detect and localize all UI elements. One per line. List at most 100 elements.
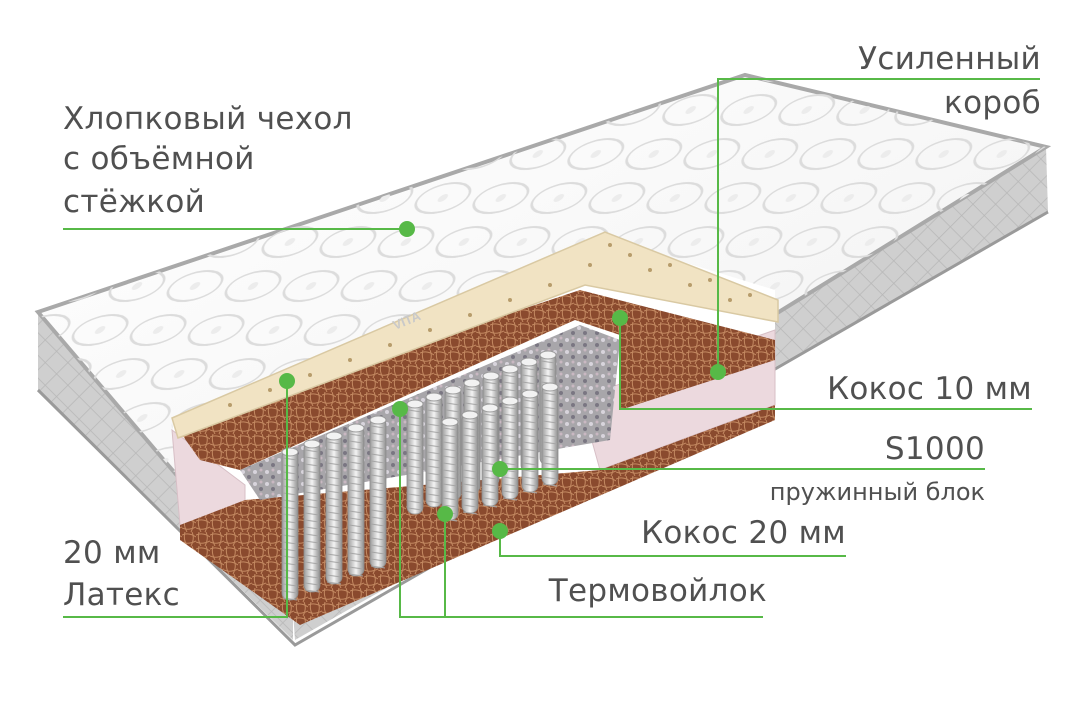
spring-top xyxy=(281,447,299,457)
spring-coil-line xyxy=(462,476,478,480)
spring-coil-line xyxy=(426,451,442,455)
spring-coil-line xyxy=(348,496,364,500)
spring-coil-line xyxy=(482,490,498,494)
spring-coil-line xyxy=(407,416,423,420)
spring-coil-line xyxy=(502,388,518,392)
spring-coil-line xyxy=(370,565,386,569)
spring-coil-line xyxy=(502,490,518,494)
spring-coil-line xyxy=(370,453,386,457)
spring-coil-line xyxy=(464,388,480,392)
spring-coil-line xyxy=(462,462,478,466)
spring-coil-line xyxy=(407,500,423,504)
spring-coil-line xyxy=(462,455,478,459)
spring-coil-line xyxy=(370,516,386,520)
spring-coil-line xyxy=(370,523,386,527)
spring-top xyxy=(303,439,321,449)
spring-coil-line xyxy=(326,560,342,564)
spring-coil-line xyxy=(407,451,423,455)
spring-coil-line xyxy=(304,519,320,523)
spring-coil-line xyxy=(522,434,538,438)
spring-coil-line xyxy=(304,582,320,586)
spring-coil-line xyxy=(304,498,320,502)
label-spring-block: S1000 xyxy=(884,431,985,467)
spring-coil-line xyxy=(462,448,478,452)
spring-top xyxy=(501,364,519,374)
spring-coil-line xyxy=(502,441,518,445)
spring-coil-line xyxy=(304,512,320,516)
spring-coil-line xyxy=(326,546,342,550)
spring-coil-line xyxy=(326,532,342,536)
leader-latex xyxy=(63,381,288,618)
spring-top xyxy=(461,410,479,420)
spring-coil-line xyxy=(326,476,342,480)
spring-coil-line xyxy=(522,448,538,452)
spring-coil-line xyxy=(442,448,458,452)
spring-coil-line xyxy=(482,504,498,508)
spring-coil-line xyxy=(348,489,364,493)
spring-top xyxy=(425,392,443,402)
spring-top xyxy=(369,415,387,425)
spring-coil-line xyxy=(445,409,461,413)
latex-perforation xyxy=(228,243,752,407)
spring-coil-line xyxy=(282,541,298,545)
spring-coil-line xyxy=(521,374,537,378)
spring-coil-line xyxy=(482,434,498,438)
spring-coil-line xyxy=(348,475,364,479)
label-box-line1: Усиленный xyxy=(858,41,1041,77)
spring-coil-line xyxy=(282,527,298,531)
spring-coil-line xyxy=(304,589,320,593)
spring-coil-line xyxy=(426,437,442,441)
spring-coil-line xyxy=(304,463,320,467)
spring-coil-line xyxy=(482,448,498,452)
spring-coil-line xyxy=(542,413,558,417)
spring-coil-line xyxy=(542,392,558,396)
spring-coil-line xyxy=(326,469,342,473)
spring-coil-line xyxy=(326,518,342,522)
spring-top xyxy=(406,399,424,409)
spring-coil-line xyxy=(502,434,518,438)
spring-coil-line xyxy=(407,437,423,441)
spring-coil-line xyxy=(282,534,298,538)
spring-coil-line xyxy=(304,575,320,579)
spring-coil-line xyxy=(348,524,364,528)
label-thermofelt: Термовойлок xyxy=(548,573,767,609)
spring-coil-line xyxy=(502,374,518,378)
spring-coil-line xyxy=(542,462,558,466)
spring-coil-line xyxy=(348,573,364,577)
spring-coil-line xyxy=(348,482,364,486)
spring-coil-line xyxy=(483,388,499,392)
spring-coil-line xyxy=(348,517,364,521)
spring-coil-line xyxy=(407,423,423,427)
spring-coil-line xyxy=(370,474,386,478)
spring-coil-line xyxy=(426,402,442,406)
spring-coil-line xyxy=(542,399,558,403)
spring-coil-line xyxy=(502,427,518,431)
spring-top xyxy=(541,382,559,392)
spring-coil-line xyxy=(426,472,442,476)
spring-coil-line xyxy=(542,434,558,438)
spring-coil-line xyxy=(370,551,386,555)
spring-coil-line xyxy=(370,481,386,485)
spring-coil-line xyxy=(462,504,478,508)
spring-coil-line xyxy=(482,483,498,487)
spring-coil-line xyxy=(370,537,386,541)
spring-coil-line xyxy=(442,469,458,473)
latex-layer xyxy=(171,231,779,439)
label-coconut10: Кокос 10 мм xyxy=(827,371,1032,407)
coconut-10-layer xyxy=(175,290,775,470)
spring-coil-line xyxy=(326,581,342,585)
spring-coil-line xyxy=(282,597,298,601)
spring-coil-line xyxy=(426,493,442,497)
spring-coil-line xyxy=(326,462,342,466)
spring-coil-line xyxy=(522,413,538,417)
spring-coil-line xyxy=(282,548,298,552)
spring-coil-line xyxy=(348,552,364,556)
spring-coil-line xyxy=(326,441,342,445)
spring-coil-line xyxy=(282,492,298,496)
spring-coil-line xyxy=(304,505,320,509)
spring-top xyxy=(444,385,462,395)
spring-coil-line xyxy=(426,409,442,413)
spring-coil-line xyxy=(348,510,364,514)
spring-coil-line xyxy=(304,477,320,481)
spring-coil-line xyxy=(442,462,458,466)
